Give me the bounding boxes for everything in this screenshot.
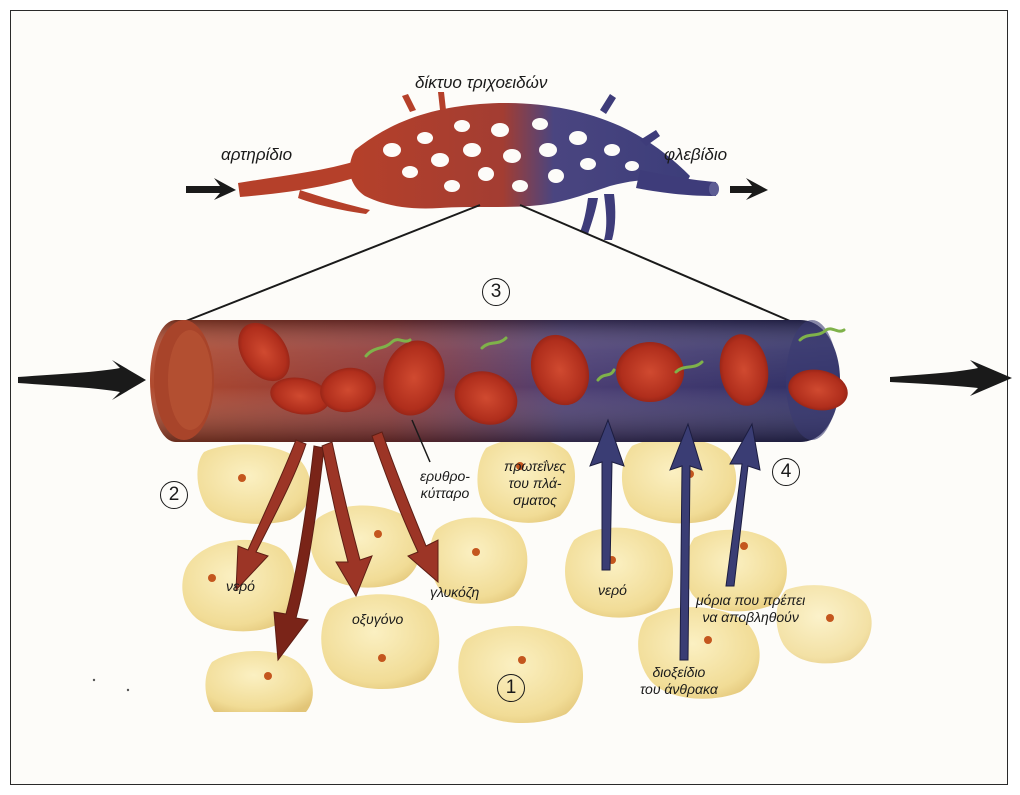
water-out-label: νερό <box>226 578 255 595</box>
red-blood-cell-label-line2: κύτταρο <box>420 485 470 502</box>
glucose-label: γλυκόζη <box>430 584 479 601</box>
arteriole-label: αρτηρίδιο <box>221 146 292 163</box>
plasma-proteins-label-line3: σματος <box>504 492 566 509</box>
tissue-cell <box>458 626 583 723</box>
oxygen-label: οξυγόνο <box>352 611 403 628</box>
waste-label: μόρια που πρέπει να αποβληθούν <box>696 592 805 626</box>
carbon-dioxide-label-line2: του άνθρακα <box>640 681 718 698</box>
vessel-inflow-arrow <box>18 360 146 400</box>
plasma-proteins-label-line2: του πλά- <box>504 475 566 492</box>
carbon-dioxide-label-line1: διοξείδιο <box>640 664 718 681</box>
plasma-proteins-label: πρωτεΐνες του πλά- σματος <box>504 458 566 509</box>
water-in-label: νερό <box>598 582 627 599</box>
capillary-network-label: δίκτυο τριχοειδών <box>415 74 547 91</box>
venule-flow-arrow <box>730 178 768 200</box>
tissue-cell <box>565 528 673 618</box>
tissue-cell <box>321 594 439 689</box>
red-blood-cell-label-line1: ερυθρο- <box>420 468 470 485</box>
marker-1: 1 <box>497 674 525 702</box>
tissue-cell <box>205 651 312 712</box>
marker-4: 4 <box>772 458 800 486</box>
capillary-vessel <box>18 313 1012 442</box>
vessel-outflow-arrow <box>890 360 1012 396</box>
marker-3: 3 <box>482 278 510 306</box>
red-blood-cell-label: ερυθρο- κύτταρο <box>420 468 470 502</box>
specks <box>93 679 129 691</box>
waste-label-line2: να αποβληθούν <box>696 609 805 626</box>
marker-2: 2 <box>160 481 188 509</box>
capillary-network <box>186 92 768 240</box>
carbon-dioxide-label: διοξείδιο του άνθρακα <box>640 664 718 698</box>
venule-label: φλεβίδιο <box>664 146 727 163</box>
arteriole-flow-arrow <box>186 178 236 200</box>
waste-label-line1: μόρια που πρέπει <box>696 592 805 609</box>
plasma-proteins-label-line1: πρωτεΐνες <box>504 458 566 475</box>
